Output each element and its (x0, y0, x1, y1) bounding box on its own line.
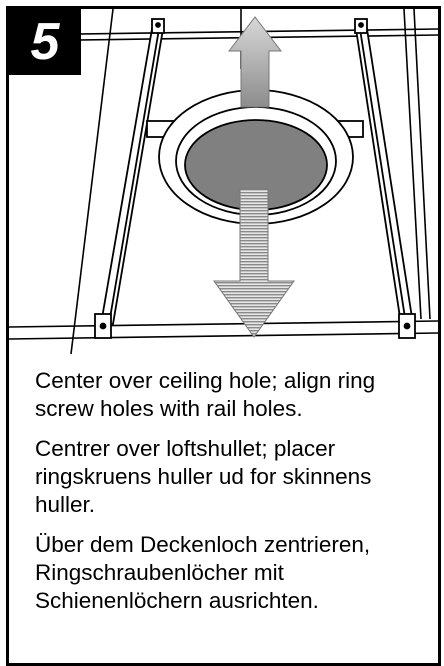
mounting-ring (146, 89, 364, 225)
ceiling-installation-illustration (9, 9, 438, 354)
instruction-english: Center over ceiling hole; align ring scr… (35, 368, 376, 421)
step-number-badge: 5 (9, 9, 81, 75)
left-rail (94, 18, 165, 339)
instruction-danish: Centrer over loftshullet; placer ringskr… (35, 436, 372, 517)
right-rail (354, 18, 416, 339)
instruction-panel: 5 (6, 6, 441, 666)
instruction-german: Über dem Deckenloch zentrieren, Ringschr… (35, 532, 371, 613)
up-arrow-icon (227, 16, 283, 108)
down-arrow-icon (213, 188, 295, 338)
instruction-text-block: Center over ceiling hole; align ring scr… (35, 367, 435, 627)
